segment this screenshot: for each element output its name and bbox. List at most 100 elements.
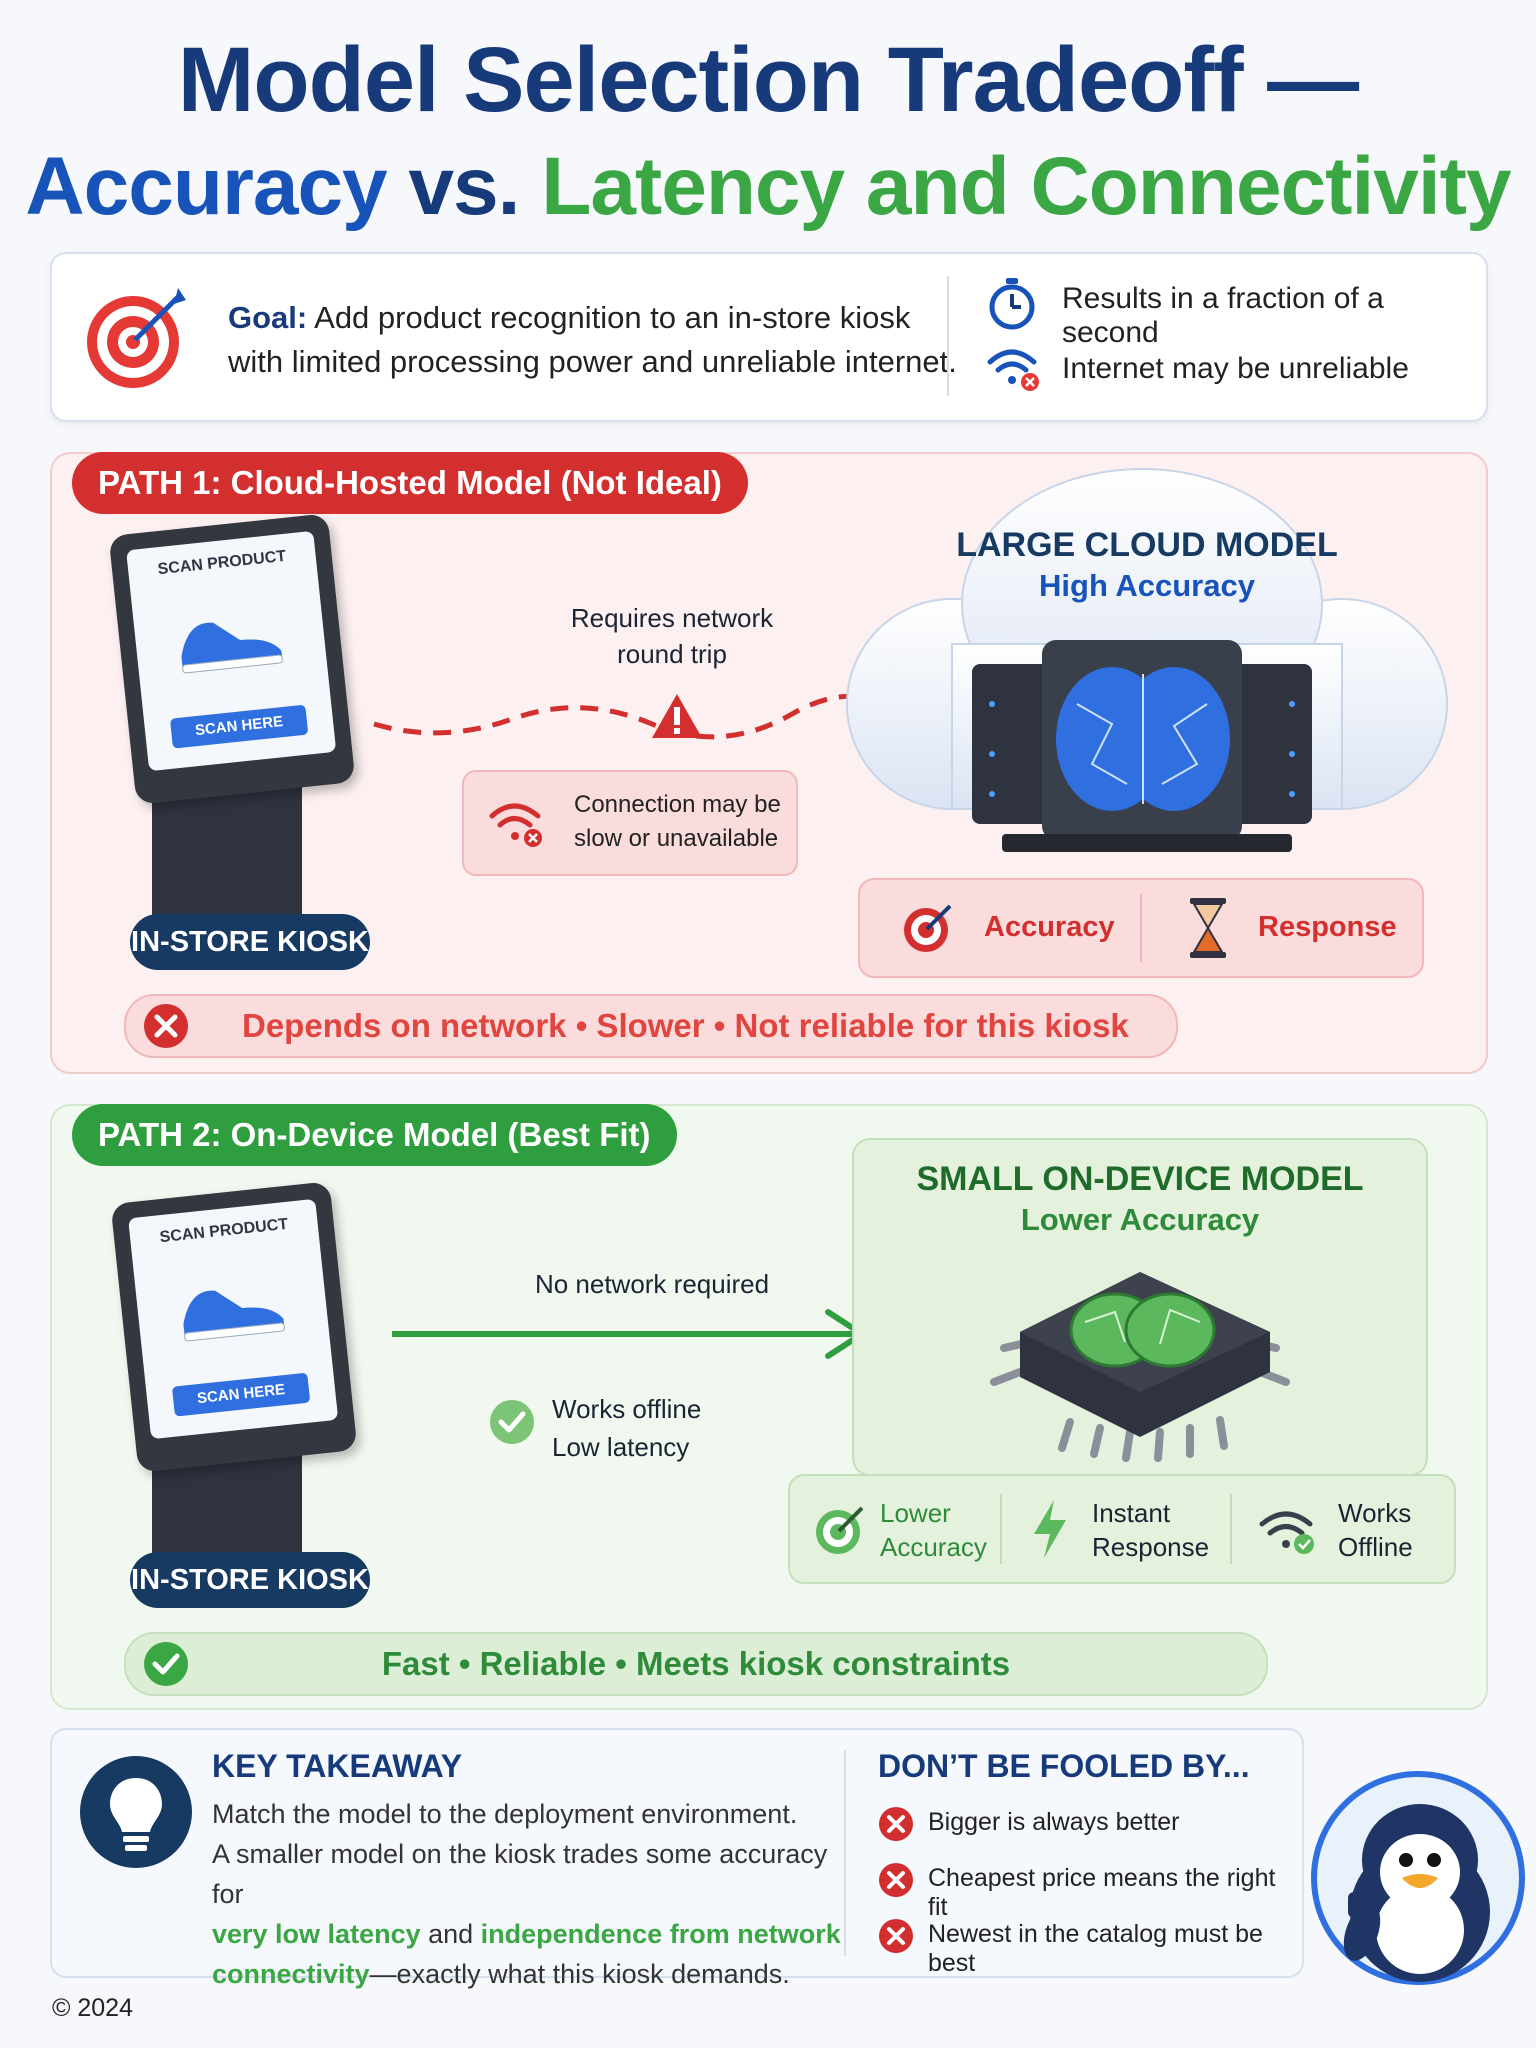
- fooled-item: Cheapest price means the right fit: [878, 1860, 1298, 1921]
- cloud-model-title: LARGE CLOUD MODEL: [956, 526, 1338, 564]
- warning-icon: [652, 694, 702, 738]
- network-label-line2: round trip: [617, 639, 727, 669]
- stopwatch-icon: [989, 278, 1035, 330]
- metric-lower-accuracy-line2: Accuracy: [880, 1532, 987, 1562]
- takeaway-divider: [844, 1750, 846, 1956]
- x-circle-icon: [879, 1863, 913, 1897]
- takeaway-highlight-independence: independence from network: [480, 1919, 841, 1949]
- copyright: © 2024: [52, 1994, 133, 2022]
- benefit-latency: Low latency: [552, 1432, 690, 1462]
- chip-brain-icon: [990, 1272, 1290, 1462]
- goal-label: Goal:: [228, 300, 308, 335]
- fooled-item: Newest in the catalog must be best: [878, 1916, 1298, 1977]
- shoe-icon: [183, 1290, 285, 1342]
- screen-label: SCAN PRODUCT: [156, 547, 287, 579]
- metric-works-offline-line1: Works: [1338, 1498, 1412, 1528]
- path1-summary-text: Depends on network • Slower • Not reliab…: [242, 1007, 1129, 1044]
- subtitle-latency: Latency and Connectivity: [541, 141, 1511, 232]
- network-label: Requires network round trip: [512, 600, 832, 672]
- path1-panel: PATH 1: Cloud-Hosted Model (Not Ideal) S…: [50, 452, 1488, 1074]
- metric-divider: [1230, 1494, 1232, 1564]
- goal-line-1: Add product recognition to an in-store k…: [307, 300, 911, 335]
- page-subtitle: Accuracy vs. Latency and Connectivity: [0, 141, 1536, 232]
- device-model-box: SMALL ON-DEVICE MODEL Lower Accuracy: [852, 1138, 1428, 1476]
- goal-line-2: with limited processing power and unreli…: [228, 344, 957, 379]
- network-label-line1: Requires network: [570, 603, 774, 633]
- lightning-icon: [1034, 1500, 1066, 1558]
- goal-box: Goal: Add product recognition to an in-s…: [50, 252, 1488, 422]
- device-model-subtitle: Lower Accuracy: [1020, 1202, 1260, 1237]
- fooled-item: Bigger is always better: [878, 1804, 1298, 1860]
- x-circle-icon: [879, 1807, 913, 1841]
- fooled-title: DON’T BE FOOLED BY...: [878, 1748, 1250, 1784]
- connection-callout: Connection may be slow or unavailable: [462, 770, 798, 876]
- target-icon: [904, 904, 952, 952]
- goal-text: Goal: Add product recognition to an in-s…: [228, 296, 958, 384]
- subtitle-accuracy: Accuracy: [25, 141, 387, 232]
- wifi-off-icon: [489, 803, 542, 847]
- path1-pill: PATH 1: Cloud-Hosted Model (Not Ideal): [72, 452, 748, 514]
- cloud-model-subtitle: High Accuracy: [1039, 568, 1255, 603]
- server-brain-icon: [972, 640, 1312, 852]
- takeaway-highlight-connectivity: connectivity: [212, 1959, 370, 1989]
- path1-kiosk: SCAN PRODUCT SCAN HERE: [108, 513, 372, 934]
- takeaway-title: KEY TAKEAWAY: [212, 1748, 463, 1784]
- check-circle-icon: [144, 1642, 188, 1686]
- page-title: Model Selection Tradeoff —: [177, 29, 1359, 131]
- kiosk-screen-frame: SCAN PRODUCT SCAN HERE: [108, 513, 356, 805]
- check-circle-icon: [490, 1400, 534, 1444]
- penguin-mascot-icon: [1311, 1771, 1525, 1985]
- goal-divider: [947, 276, 949, 396]
- fooled-list: Bigger is always better Cheapest price m…: [878, 1804, 1298, 1977]
- metric-works-offline-line2: Offline: [1338, 1532, 1413, 1562]
- metric-divider: [1140, 894, 1142, 962]
- kiosk-screen-frame: SCAN PRODUCT SCAN HERE: [110, 1181, 358, 1473]
- kiosk-screen: SCAN PRODUCT SCAN HERE: [128, 1198, 339, 1440]
- scan-here-button[interactable]: SCAN HERE: [171, 1372, 311, 1417]
- fooled-item-text: Bigger is always better: [928, 1808, 1180, 1836]
- subtitle-vs: vs.: [386, 141, 542, 232]
- cloud-metrics: Accuracy Response: [858, 878, 1424, 978]
- path2-kiosk: SCAN PRODUCT SCAN HERE: [110, 1181, 372, 1592]
- path2-panel: PATH 2: On-Device Model (Best Fit) SCAN …: [50, 1104, 1488, 1710]
- path2-summary-text: Fast • Reliable • Meets kiosk constraint…: [381, 1645, 1011, 1682]
- arrow-label: No network required: [534, 1269, 770, 1299]
- takeaway-and: and: [420, 1919, 481, 1949]
- hourglass-icon: [1190, 898, 1226, 958]
- target-icon: [87, 288, 186, 388]
- takeaway-line1: Match the model to the deployment enviro…: [212, 1799, 798, 1829]
- goal-item-internet: Internet may be unreliable: [1062, 352, 1409, 385]
- x-circle-icon: [144, 1004, 188, 1048]
- fooled-item-text: Newest in the catalog must be best: [928, 1920, 1263, 1977]
- direct-arrow: [392, 1309, 865, 1359]
- wifi-check-icon: [1259, 1511, 1314, 1554]
- metric-response: Response: [1258, 911, 1397, 943]
- fooled-item-text: Cheapest price means the right fit: [928, 1864, 1276, 1921]
- path2-summary-bar: Fast • Reliable • Meets kiosk constraint…: [124, 1632, 1268, 1696]
- takeaway-tail: —exactly what this kiosk demands.: [369, 1959, 790, 1989]
- device-model-title: SMALL ON-DEVICE MODEL: [916, 1160, 1364, 1198]
- screen-label: SCAN PRODUCT: [158, 1215, 289, 1247]
- benefits-text: Works offline Low latency: [552, 1390, 701, 1466]
- metric-instant-response-line2: Response: [1092, 1532, 1210, 1562]
- takeaway-box: KEY TAKEAWAY Match the model to the depl…: [50, 1728, 1304, 1989]
- lightbulb-icon: [80, 1756, 192, 1868]
- scan-here-button[interactable]: SCAN HERE: [169, 704, 309, 749]
- metric-divider: [1000, 1494, 1002, 1564]
- wifi-off-icon: [987, 349, 1039, 391]
- benefit-offline: Works offline: [552, 1394, 702, 1424]
- x-circle-icon: [879, 1919, 913, 1953]
- network-dashed-line: [373, 693, 912, 740]
- path2-pill: PATH 2: On-Device Model (Best Fit): [72, 1104, 677, 1166]
- takeaway-body: Match the model to the deployment enviro…: [212, 1794, 852, 1994]
- path1-summary-bar: Depends on network • Slower • Not reliab…: [124, 994, 1178, 1058]
- callout-line1: Connection may be: [574, 791, 781, 818]
- metric-instant-response-line1: Instant: [1092, 1498, 1171, 1528]
- metric-lower-accuracy-line1: Lower: [880, 1498, 951, 1528]
- takeaway-line2: A smaller model on the kiosk trades some…: [212, 1839, 828, 1909]
- goal-item-speed: Results in a fraction of a second: [1062, 282, 1384, 349]
- metric-accuracy: Accuracy: [984, 911, 1115, 943]
